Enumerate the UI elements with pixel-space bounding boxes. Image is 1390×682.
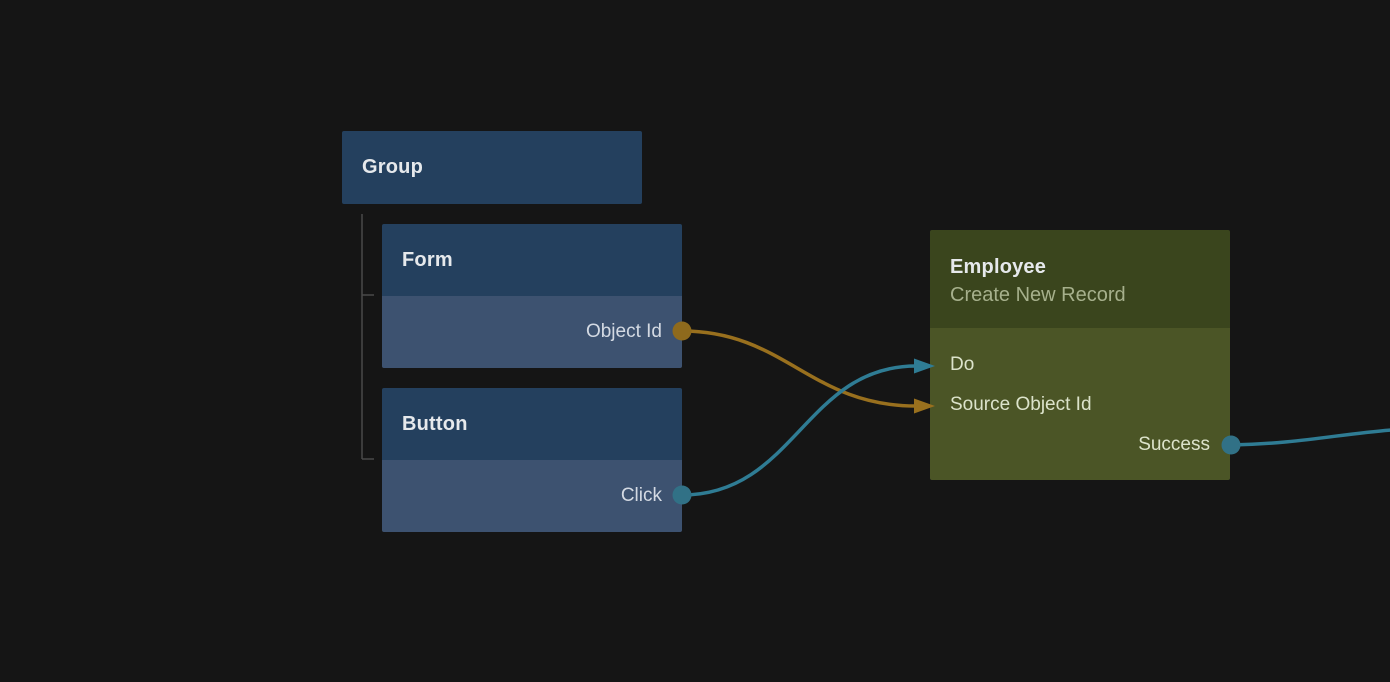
node-employee-title: Employee — [950, 256, 1047, 278]
node-employee-subtitle: Create New Record — [950, 284, 1126, 306]
port-object-id: Object Id — [585, 321, 662, 342]
port-click: Click — [620, 485, 662, 506]
node-form-body: Object Id — [382, 296, 682, 368]
node-employee-body: Do Source Object Id Success — [930, 328, 1230, 480]
node-form-title: Form — [402, 248, 453, 271]
node-employee-header[interactable]: Employee Create New Record — [930, 230, 1230, 328]
node-button[interactable]: Button Click — [382, 388, 682, 532]
wire-object-id-to-source-object-id[interactable] — [680, 329, 918, 408]
node-group-title: Group — [362, 156, 423, 178]
node-button-title: Button — [402, 412, 468, 435]
node-form-header[interactable]: Form — [382, 224, 682, 296]
node-employee[interactable]: Employee Create New Record Do Source Obj… — [930, 230, 1230, 480]
node-form[interactable]: Form Object Id — [382, 224, 682, 368]
port-success: Success — [1138, 434, 1210, 455]
node-button-body: Click — [382, 460, 682, 532]
port-do: Do — [950, 354, 975, 375]
wire-click-to-do[interactable] — [680, 364, 918, 497]
group-tree-connector — [361, 214, 374, 460]
node-group[interactable]: Group — [342, 131, 642, 204]
node-button-header[interactable]: Button — [382, 388, 682, 460]
wire-success-out[interactable] — [1229, 428, 1390, 447]
port-source-object-id: Source Object Id — [950, 394, 1092, 415]
